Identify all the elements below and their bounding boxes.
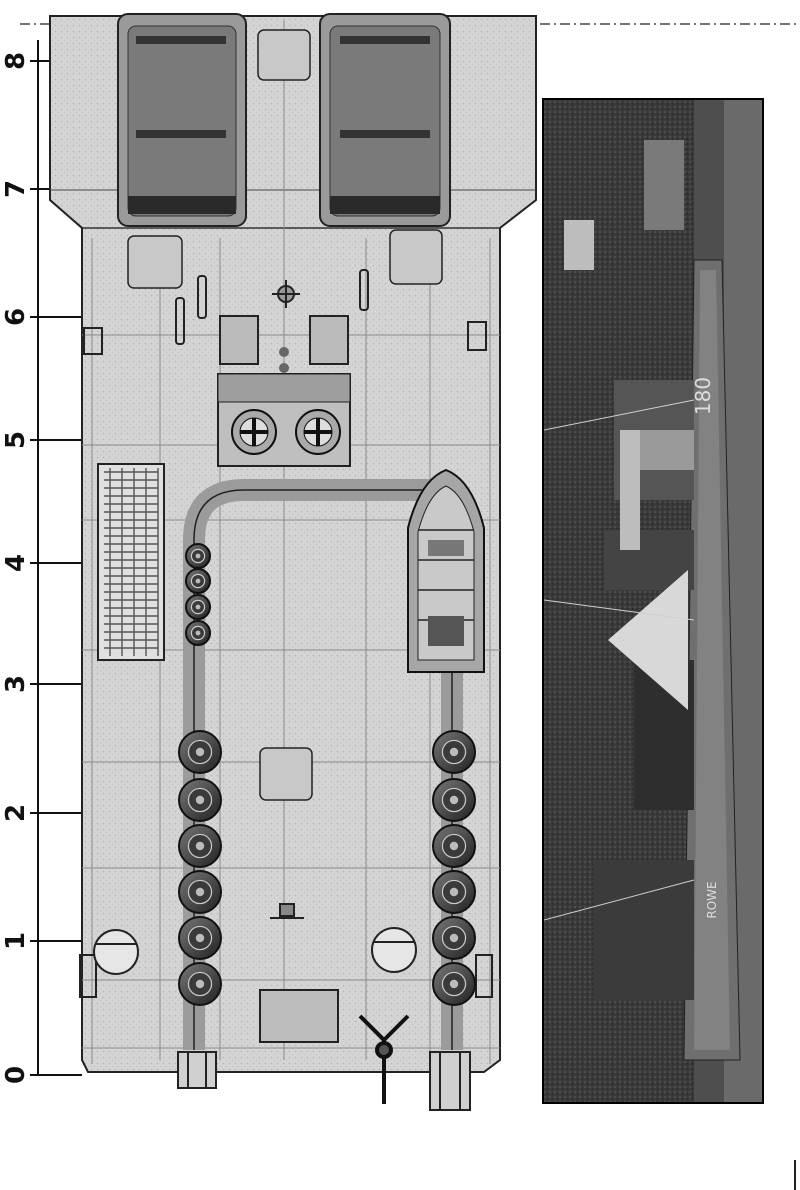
- anchor-davit: [358, 1014, 410, 1104]
- small-mine-group: [185, 543, 211, 646]
- large-mine: [178, 870, 222, 914]
- scale-label: 0: [1, 1066, 31, 1084]
- large-mine: [432, 824, 476, 868]
- large-mine: [178, 778, 222, 822]
- small-mine: [185, 620, 211, 646]
- scale-label: 1: [1, 932, 31, 950]
- deckhouse: [217, 315, 351, 467]
- bollard: [270, 903, 304, 919]
- large-mine: [432, 730, 476, 774]
- grating-panel: [97, 463, 165, 661]
- small-mine: [185, 594, 211, 620]
- large-mine: [178, 962, 222, 1006]
- scale-label: 4: [1, 554, 31, 572]
- small-hatch: [127, 29, 443, 801]
- ventilator-left: [93, 929, 139, 975]
- ship-photograph: 180 ROWE: [542, 98, 764, 1104]
- ship-name: ROWE: [705, 881, 719, 918]
- scale-label: 2: [1, 804, 31, 822]
- large-mine: [432, 962, 476, 1006]
- deck-fittings: [79, 269, 493, 998]
- large-mine: [178, 730, 222, 774]
- ventilator-right: [371, 927, 417, 973]
- large-mine: [178, 824, 222, 868]
- scale-label: 3: [1, 675, 31, 693]
- scale-labels: 0 1 2 3 4 5 6 7 8: [1, 52, 31, 1084]
- large-mine: [178, 916, 222, 960]
- capstan-fitting: [272, 280, 300, 308]
- large-mine: [432, 870, 476, 914]
- ventilator-fan-right: [295, 409, 341, 455]
- ventilator-fan-left: [231, 409, 277, 455]
- large-hatch-right: [319, 13, 451, 227]
- scale-label: 8: [1, 52, 31, 70]
- mine-ramp-right: [429, 1051, 471, 1111]
- scale-label: 6: [1, 308, 31, 326]
- mine-ramp-left: [177, 1051, 217, 1089]
- large-mine-group: [178, 730, 476, 1006]
- small-mine: [185, 568, 211, 594]
- hull-number: 180: [691, 377, 715, 415]
- ship-photo-illustration: 180 ROWE: [544, 100, 762, 1102]
- large-mine: [432, 916, 476, 960]
- ships-boat: [407, 468, 485, 673]
- small-mine: [185, 543, 211, 569]
- aft-hatch: [259, 989, 339, 1043]
- large-hatch-left: [117, 13, 247, 227]
- scale-label: 7: [1, 180, 31, 198]
- large-mine: [432, 778, 476, 822]
- scale-label: 5: [1, 431, 31, 449]
